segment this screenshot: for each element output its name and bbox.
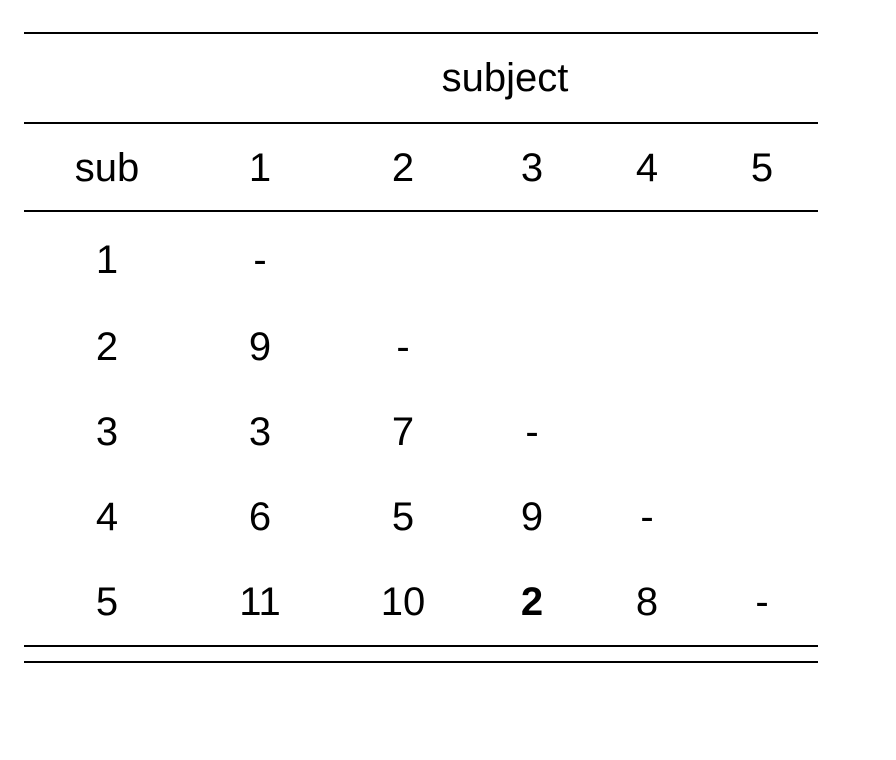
table-cell: 7: [391, 410, 415, 454]
bottom-rule-1: [24, 645, 818, 647]
bottom-rule-2: [24, 661, 818, 663]
row-label: 3: [95, 410, 119, 454]
column-header: 4: [635, 146, 659, 190]
table-cell: 6: [248, 495, 272, 539]
table-cell: 9: [248, 325, 272, 369]
table-cell: 5: [391, 495, 415, 539]
table-cell: 3: [248, 410, 272, 454]
table-cell: -: [396, 325, 410, 369]
header-rule: [24, 210, 818, 212]
table-cell: 2: [520, 580, 544, 624]
table-cell: 8: [635, 580, 659, 624]
row-label: 4: [95, 495, 119, 539]
spanner-rule: [24, 122, 818, 124]
column-header: 5: [750, 146, 774, 190]
table-cell: -: [755, 580, 769, 624]
table-cell: 11: [239, 580, 281, 624]
column-spanner-label: subject: [441, 56, 569, 100]
table-cell: -: [253, 238, 267, 282]
top-rule: [24, 32, 818, 34]
table-cell: -: [640, 495, 654, 539]
table-cell: 9: [520, 495, 544, 539]
column-header: 2: [391, 146, 415, 190]
column-header: sub: [74, 146, 140, 190]
column-header: 3: [520, 146, 544, 190]
row-label: 2: [95, 325, 119, 369]
row-label: 5: [95, 580, 119, 624]
table-cell: -: [525, 410, 539, 454]
row-label: 1: [95, 238, 119, 282]
table-cell: 10: [380, 580, 426, 624]
column-header: 1: [248, 146, 272, 190]
